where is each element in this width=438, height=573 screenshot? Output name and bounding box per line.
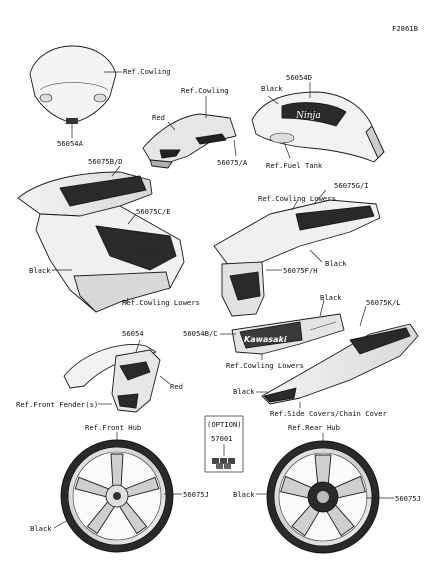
label-black-tank: Black	[261, 84, 283, 93]
label-ref-fuel-tank: Ref.Fuel Tank	[266, 161, 323, 170]
label-ref-cowling-lowers-1: Ref.Cowling Lowers	[122, 298, 200, 307]
label-option: (OPTION)	[207, 420, 242, 429]
upper-cowling-part	[142, 113, 237, 169]
label-56075J-front: 56075J	[183, 490, 209, 499]
label-56075A: 56075/A	[217, 158, 248, 167]
front-fender-part	[63, 344, 161, 413]
lower-decal-logo: Kawasaki	[244, 335, 287, 344]
label-56075FH: 56075F/H	[283, 266, 318, 275]
label-black-right: Black	[325, 259, 347, 268]
label-56054A: 56054A	[57, 139, 84, 148]
option-box: (OPTION) 57001	[204, 415, 244, 473]
label-56054BC: 56054B/C	[183, 329, 218, 338]
label-56075CE: 56075C/E	[136, 207, 171, 216]
fuel-tank-part: Ninja	[251, 91, 385, 163]
label-black-side: Black	[233, 387, 255, 396]
label-black-front-wheel: Black	[30, 524, 52, 533]
left-cowling-part	[17, 171, 185, 313]
option-stickers	[212, 458, 235, 469]
right-cowling-part	[213, 199, 381, 317]
side-cover-part	[261, 323, 419, 405]
label-black-right2: Black	[320, 293, 342, 302]
label-56054: 56054	[122, 329, 144, 338]
label-ref-cowling-2: Ref.Cowling	[181, 86, 229, 95]
label-ref-side-covers: Ref.Side Covers/Chain Cover	[270, 409, 388, 418]
label-ref-cowling-1: Ref.Cowling	[123, 67, 171, 76]
label-56075BD: 56075B/D	[88, 157, 123, 166]
windscreen-part	[29, 45, 117, 124]
rear-wheel-part	[266, 440, 380, 554]
label-red-1: Red	[152, 113, 165, 122]
label-ref-front-hub: Ref.Front Hub	[85, 423, 141, 432]
label-ref-cowling-lowers-2: Ref.Cowling Lowers	[258, 194, 336, 203]
label-56075GI: 56075G/I	[334, 181, 369, 190]
label-56054D: 56054D	[286, 73, 312, 82]
label-57001: 57001	[211, 434, 233, 443]
front-wheel-part	[60, 439, 174, 553]
label-ref-cowling-lowers-3: Ref.Cowling Lowers	[226, 361, 304, 370]
label-ref-front-fender: Ref.Front Fender(s)	[16, 400, 98, 409]
label-red-2: Red	[170, 382, 183, 391]
label-black-left: Black	[29, 266, 51, 275]
label-56075J-rear: 56075J	[395, 494, 421, 503]
label-ref-rear-hub: Ref.Rear Hub	[288, 423, 340, 432]
tank-decal-logo: Ninja	[295, 111, 321, 121]
label-56075KL: 56075K/L	[366, 298, 401, 307]
label-black-rear-wheel: Black	[233, 490, 255, 499]
lower-cowling-part: Kawasaki	[231, 313, 345, 355]
figure-code: F2861B	[392, 24, 418, 33]
